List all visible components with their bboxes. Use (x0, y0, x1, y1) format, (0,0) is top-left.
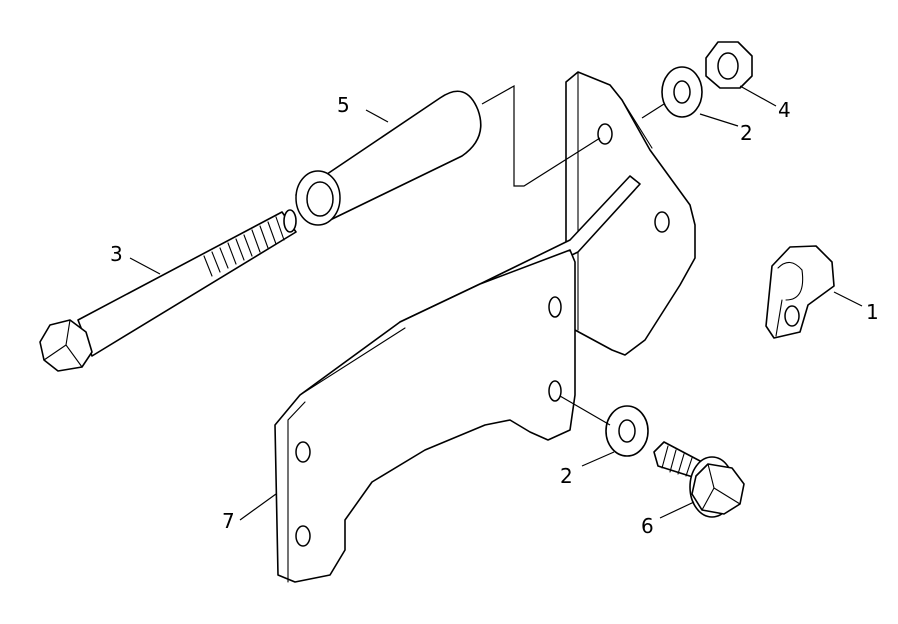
washer-top (661, 66, 703, 118)
spacer-sleeve (295, 90, 482, 226)
callout-7: 7 (222, 509, 235, 533)
hex-nut (705, 41, 753, 89)
callout-2-top: 2 (740, 121, 753, 145)
mounting-bracket (274, 71, 696, 583)
spacer-bore (306, 181, 334, 217)
spacer-body (295, 90, 482, 223)
callout-5: 5 (337, 93, 350, 117)
bolt-thread-end (283, 209, 297, 233)
callout-3: 3 (110, 242, 123, 266)
bolt-thread (203, 216, 285, 277)
bracket-hole (548, 296, 562, 318)
callout-2-bottom: 2 (560, 464, 573, 488)
long-bolt (39, 209, 297, 372)
cable-clip (765, 245, 835, 339)
bracket-hole (654, 211, 670, 233)
bracket-hole (295, 441, 311, 463)
leader-lines (129, 84, 863, 521)
callout-6: 6 (641, 514, 654, 538)
bracket-hole (548, 380, 562, 402)
flange-bolt (653, 441, 745, 518)
bracket-hole (295, 525, 311, 547)
callout-1: 1 (866, 300, 879, 324)
bracket-front-plate (274, 249, 576, 583)
washer-bottom (605, 405, 649, 457)
bracket-hole (597, 123, 613, 145)
callout-4: 4 (778, 98, 791, 122)
callout-labels: 1 2 2 3 4 5 6 7 (110, 93, 879, 538)
